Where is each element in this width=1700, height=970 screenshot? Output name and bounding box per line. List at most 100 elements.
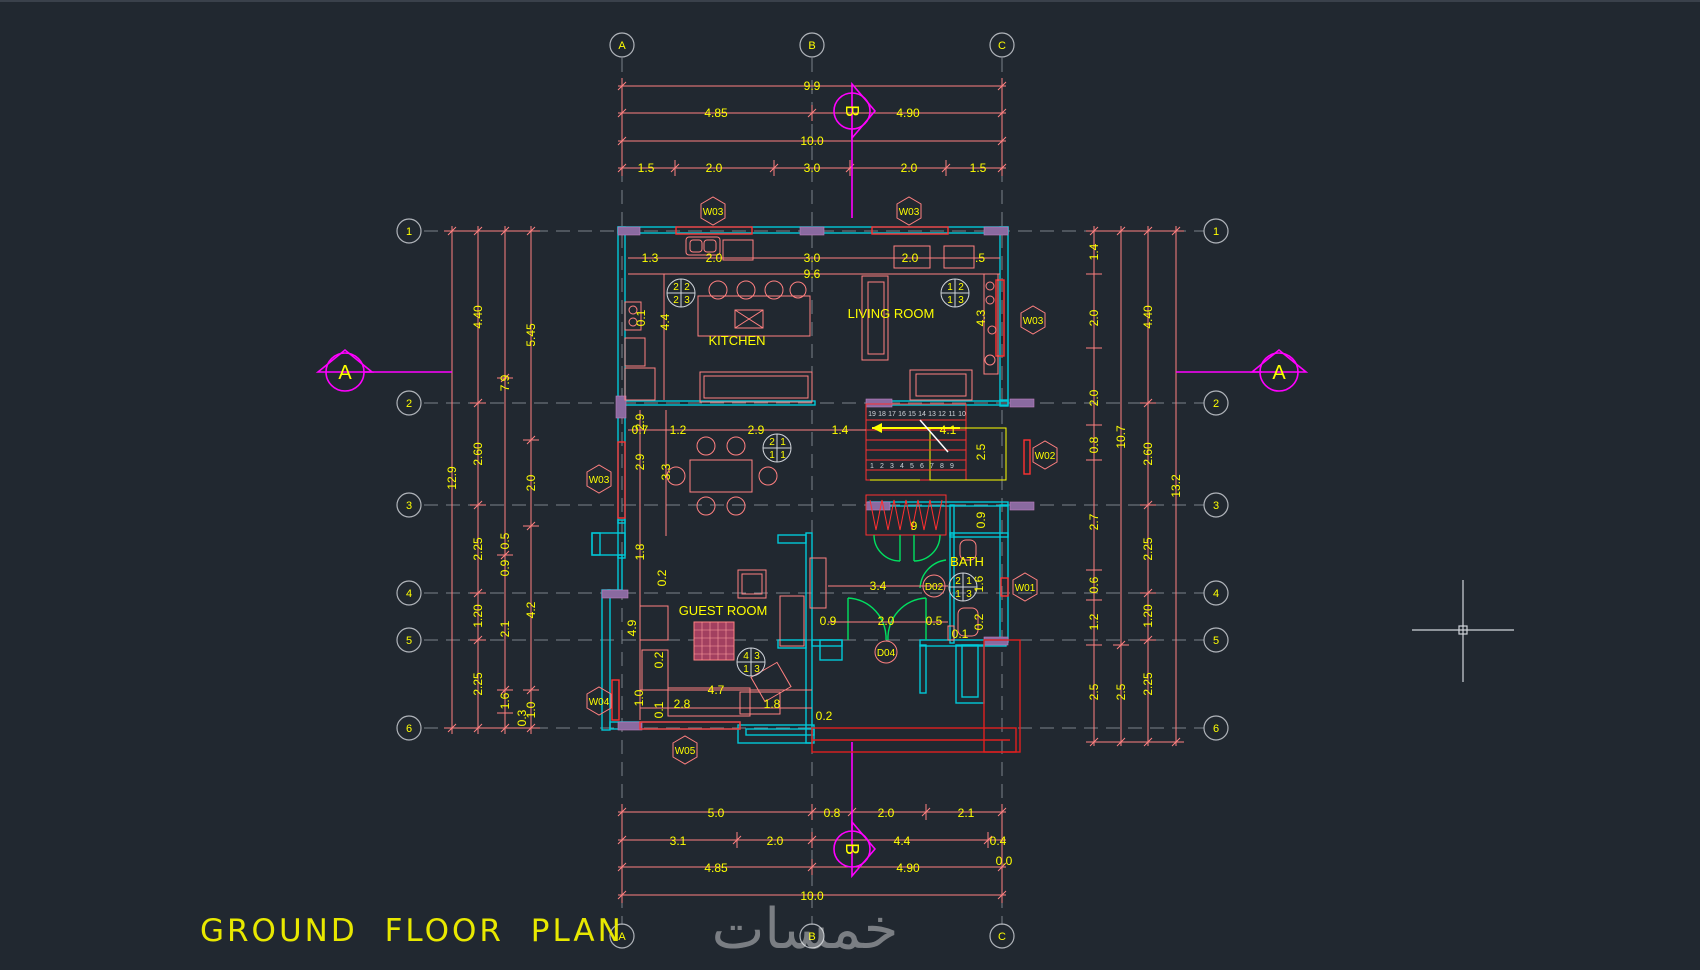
tag-w03: W03 <box>896 196 922 226</box>
svg-text:1: 1 <box>769 450 775 461</box>
grid-lines <box>424 58 1204 925</box>
svg-text:3: 3 <box>754 664 760 675</box>
section-marker-left: A <box>315 348 452 392</box>
svg-text:2: 2 <box>769 437 775 448</box>
svg-text:15: 15 <box>908 411 916 418</box>
dim: 4.4 <box>894 834 911 848</box>
svg-text:4: 4 <box>743 651 749 662</box>
dim: 2.0 <box>706 251 723 265</box>
tag-d02: D02 <box>922 574 946 598</box>
dim: 0.2 <box>652 651 666 668</box>
dim: 4.40 <box>1141 305 1155 329</box>
dim: 13.2 <box>1169 474 1183 498</box>
dim: 0.9 <box>498 559 512 576</box>
section-label: B <box>842 105 862 117</box>
dim: 2.0 <box>524 474 538 491</box>
dim: 2.9 <box>633 413 647 430</box>
dim: 1.0 <box>524 701 538 718</box>
tag-d04: D04 <box>874 640 898 664</box>
dim: 0.0 <box>996 854 1013 868</box>
level-symbol: 2 2 2 3 <box>666 278 696 308</box>
dim: 2.0 <box>878 806 895 820</box>
dim: 2.5 <box>974 443 988 460</box>
stairs <box>865 403 1007 562</box>
dim: 10.7 <box>1114 425 1128 449</box>
tag-w04: W04 <box>586 686 612 716</box>
section-label: A <box>1272 362 1286 384</box>
grid-bubble-bottom-b: B <box>799 923 825 949</box>
grid-label: 4 <box>406 588 412 600</box>
level-symbol: 1 2 1 3 <box>940 278 970 308</box>
level-symbol: 2 1 1 3 <box>948 572 978 602</box>
grid-row-labels: 1 2 3 4 5 6 1 2 3 4 5 6 <box>406 226 1219 735</box>
svg-text:4: 4 <box>900 463 904 470</box>
section-label: B <box>842 843 862 855</box>
dim: 1.0 <box>632 689 646 706</box>
svg-text:W01: W01 <box>1015 583 1036 594</box>
grid-row-bubbles-left <box>396 218 422 741</box>
dim: 4.2 <box>524 601 538 618</box>
level-symbols: 2 2 2 3 1 2 1 3 2 1 1 1 4 3 1 3 2 <box>666 278 978 677</box>
svg-text:W03: W03 <box>703 207 724 218</box>
interior-dim-lines <box>628 257 1000 720</box>
dim: 2.5 <box>1114 683 1128 700</box>
dim: 1.8 <box>633 543 647 560</box>
dim: 2.25 <box>1141 672 1155 696</box>
dimension-lines-top <box>617 78 1007 176</box>
dim: 3.1 <box>670 834 687 848</box>
dim: 0.7 <box>632 423 649 437</box>
dim: 1.4 <box>832 423 849 437</box>
dim: 9.6 <box>804 267 821 281</box>
room-label-living: LIVING ROOM <box>848 306 935 321</box>
dim: 0.8 <box>824 806 841 820</box>
tag-w01: W01 <box>1012 572 1038 602</box>
dim: 2.9 <box>748 423 765 437</box>
section-marker-bottom: B <box>833 742 877 879</box>
tag-w05: W05 <box>672 735 698 765</box>
dim-total: 10.0 <box>800 134 824 148</box>
grid-label: 4 <box>1213 588 1219 600</box>
dim: 0.8 <box>1087 436 1101 453</box>
svg-text:3: 3 <box>966 589 972 600</box>
dim: 12.9 <box>445 466 459 490</box>
svg-text:W05: W05 <box>675 746 696 757</box>
dim-overall: 9.9 <box>804 79 821 93</box>
dim: 1.20 <box>1141 604 1155 628</box>
tag-w03: W03 <box>1020 305 1046 335</box>
dim: 2.9 <box>633 453 647 470</box>
dim: 2.0 <box>902 251 919 265</box>
dim: 3.4 <box>870 579 887 593</box>
svg-text:2: 2 <box>673 282 679 293</box>
svg-text:W03: W03 <box>589 475 610 486</box>
grid-bubble-top-b: B <box>799 32 825 58</box>
grid-bubble-bottom-c: C <box>989 923 1015 949</box>
dim: 7.9 <box>498 374 512 391</box>
dim: 2.60 <box>471 442 485 466</box>
svg-text:W02: W02 <box>1035 451 1056 462</box>
dim: 3.3 <box>659 463 673 480</box>
svg-text:D04: D04 <box>877 648 896 659</box>
svg-text:1: 1 <box>870 463 874 470</box>
windows <box>611 226 1031 753</box>
svg-text:7: 7 <box>930 463 934 470</box>
svg-text:9: 9 <box>950 463 954 470</box>
svg-text:1: 1 <box>947 295 953 306</box>
svg-text:17: 17 <box>888 411 896 418</box>
dimension-lines-left <box>444 226 540 734</box>
dim: 2.8 <box>674 697 691 711</box>
grid-label: 5 <box>1213 635 1219 647</box>
grid-label: C <box>998 931 1006 943</box>
svg-text:16: 16 <box>898 411 906 418</box>
svg-text:2: 2 <box>958 282 964 293</box>
svg-text:2: 2 <box>673 295 679 306</box>
dim: 0.4 <box>990 834 1007 848</box>
dim: 1.3 <box>642 251 659 265</box>
tag-w03: W03 <box>586 464 612 494</box>
dimension-text-left: 12.9 4.40 2.60 2.25 1.20 2.25 7.9 0.9 0.… <box>445 305 538 726</box>
grid-label: 3 <box>1213 500 1219 512</box>
grid-label: 2 <box>406 398 412 410</box>
tag-w02: W02 <box>1032 440 1058 470</box>
dim: 4.85 <box>704 861 728 875</box>
svg-text:W04: W04 <box>589 697 610 708</box>
